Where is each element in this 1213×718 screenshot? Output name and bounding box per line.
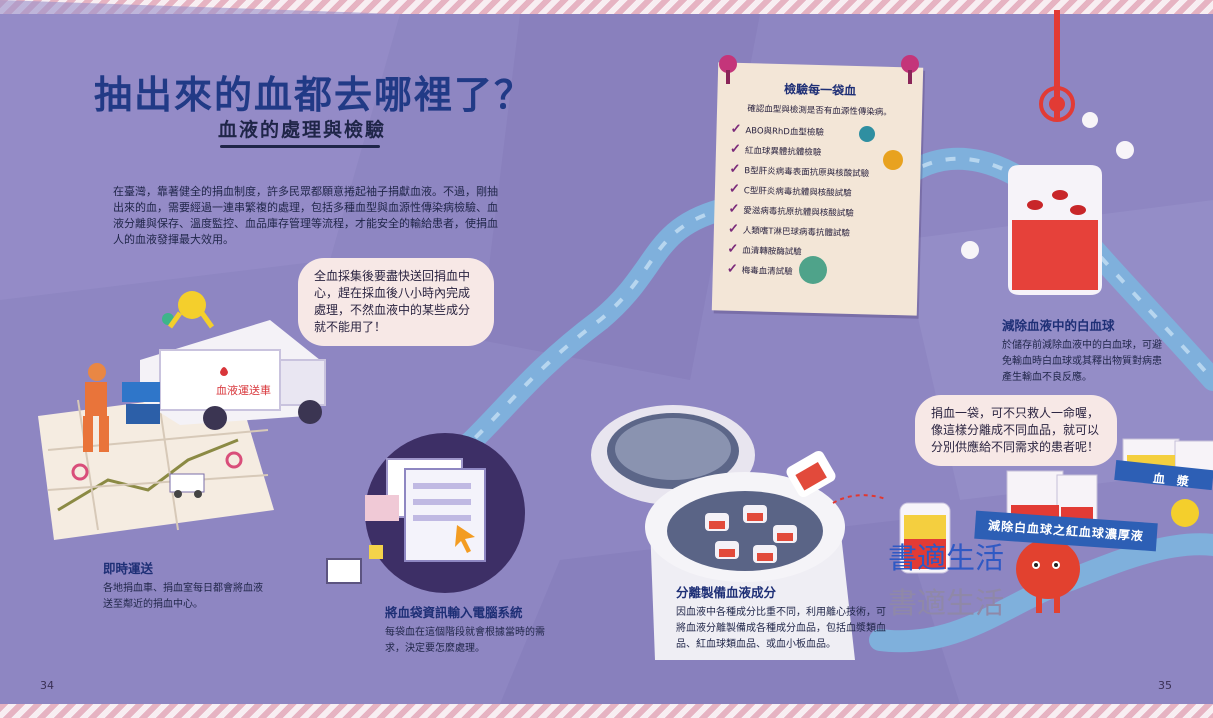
check-mark-icon: ✓: [729, 161, 741, 177]
mascot-illustration: [162, 291, 215, 329]
blood-bag-separated-illustration: [899, 502, 951, 574]
caption-transport: 即時運送 各地捐血車、捐血室每日都會將血液送至鄰近的捐血中心。: [103, 558, 263, 613]
worker-illustration: [83, 363, 109, 452]
computer-illustration: [326, 433, 525, 593]
watermark-text-shadow: 書適生活: [888, 586, 1005, 620]
speech-bubble-one-bag: 捐血一袋，可不只救人一命喔，像這樣分離成不同血品，就可以分別供應給不同需求的患者…: [915, 395, 1117, 466]
intro-paragraph: 在臺灣，靠著健全的捐血制度，許多民眾都願意捲起袖子捐獻血液。不過，剛抽出來的血，…: [113, 185, 498, 246]
truck-label: 血液運送車: [216, 383, 271, 397]
check-mark-icon: ✓: [729, 141, 742, 157]
page-number-left: 34: [40, 679, 54, 692]
subtitle-underline: [220, 145, 380, 148]
speech-bubble-transport: 全血採集後要盡快送回捐血中心，趕在採血後八小時內完成處理，不然血液中的某些成分就…: [298, 258, 494, 346]
caption-text: 因血液中各種成分比重不同，利用離心技術，可將血液分離製備成各種成分血品，包括血漿…: [676, 607, 886, 650]
check-mark-icon: ✓: [727, 221, 740, 237]
red-cell-mascot-illustration: [1016, 539, 1080, 613]
check-mark-icon: ✓: [728, 181, 741, 197]
caption-wbc: 減除血液中的白血球 於儲存前減除血液中的白血球，可避免輸血時白血球或其釋出物質對…: [1002, 315, 1162, 386]
page-title: 抽出來的血都去哪裡了？: [94, 73, 535, 117]
bottom-stripe-border: [0, 704, 1213, 718]
leukocyte-filter-illustration: [961, 10, 1134, 295]
top-stripe-border: [0, 0, 1213, 14]
check-mark-icon: ✓: [728, 201, 740, 217]
caption-text: 於儲存前減除血液中的白血球，可避免輸血時白血球或其釋出物質對病患產生輸血不良反應…: [1002, 340, 1162, 383]
caption-separate: 分離製備血液成分 因血液中各種成分比重不同，利用離心技術，可將血液分離製備成各種…: [676, 582, 886, 653]
check-mark-icon: ✓: [727, 241, 739, 257]
blood-truck-illustration: 血液運送車: [122, 320, 326, 430]
caption-text: 各地捐血車、捐血室每日都會將血液送至鄰近的捐血中心。: [103, 583, 263, 610]
pushpin-icons: [719, 55, 919, 84]
virus-icons: [799, 126, 903, 284]
caption-title: 即時運送: [103, 561, 154, 576]
caption-title: 分離製備血液成分: [676, 585, 777, 600]
watermark-text: 書適生活: [888, 541, 1005, 575]
page-number-right: 35: [1158, 679, 1172, 692]
centrifuge-illustration: [591, 405, 885, 660]
caption-text: 每袋血在這個階段就會根據當時的需求，決定要怎麼處理。: [385, 627, 545, 654]
caption-title: 減除血液中的白血球: [1002, 318, 1115, 333]
blood-product-label: 血 漿: [1152, 471, 1190, 489]
check-mark-icon: ✓: [730, 121, 742, 137]
yellow-mascot-illustration: [1171, 499, 1199, 527]
check-mark-icon: ✓: [726, 261, 738, 277]
page-subtitle: 血液的處理與檢驗: [218, 119, 387, 141]
caption-computer: 將血袋資訊輸入電腦系統 每袋血在這個階段就會根據當時的需求，決定要怎麼處理。: [385, 602, 545, 657]
caption-title: 將血袋資訊輸入電腦系統: [385, 605, 523, 620]
checklist-subtitle: 確認血型與檢測是否有血源性傳染病。: [747, 104, 892, 118]
